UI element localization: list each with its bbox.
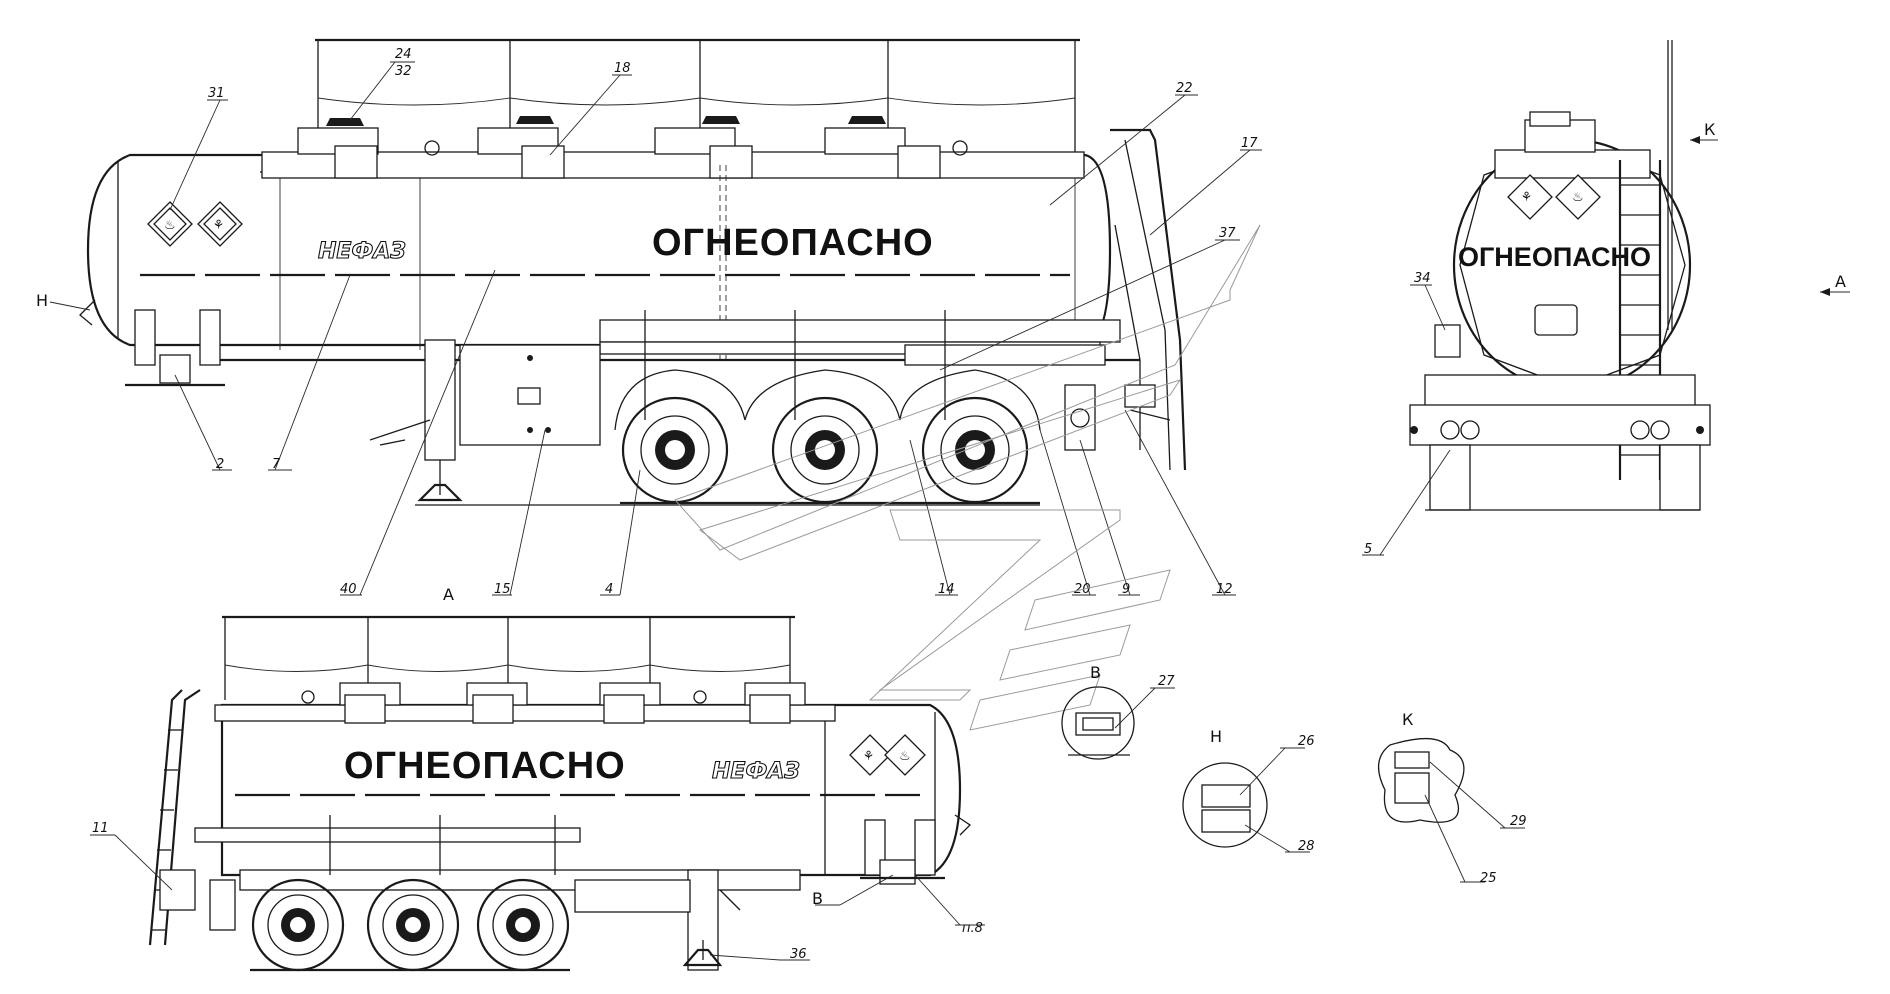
- svg-text:18: 18: [614, 61, 631, 76]
- svg-text:40: 40: [340, 582, 357, 597]
- rear-view: ⚘ ♨ ОГНЕОПАСНО К: [1362, 40, 1850, 557]
- rear-flame-icon: ♨: [1572, 190, 1584, 205]
- svg-text:25: 25: [1480, 871, 1497, 886]
- side-warning-text: ОГНЕОПАСНО: [652, 222, 934, 264]
- svg-text:37: 37: [1219, 226, 1236, 241]
- svg-text:В: В: [1090, 663, 1101, 682]
- landing-gear: [424, 339, 456, 461]
- side-logo: НЕФАЗ: [318, 239, 406, 264]
- detail-n: Н 26 28: [1182, 727, 1315, 854]
- svg-text:36: 36: [790, 947, 807, 962]
- rear-environment-icon: ⚘: [1522, 190, 1531, 205]
- flame-icon: ♨: [164, 218, 176, 233]
- svg-text:Н: Н: [1210, 727, 1222, 746]
- svg-text:26: 26: [1298, 734, 1315, 749]
- svg-text:15: 15: [494, 582, 511, 597]
- svg-text:32: 32: [395, 64, 412, 79]
- svg-text:А: А: [1835, 272, 1846, 291]
- svg-text:5: 5: [1364, 542, 1372, 557]
- svg-text:К: К: [1704, 120, 1716, 139]
- svg-text:2: 2: [216, 457, 224, 472]
- svg-text:12: 12: [1216, 582, 1233, 597]
- svg-text:К: К: [1402, 710, 1414, 729]
- svg-text:9: 9: [1122, 582, 1130, 597]
- a-logo: НЕФАЗ: [712, 759, 800, 784]
- svg-text:В: В: [812, 889, 823, 908]
- svg-text:п.8: п.8: [962, 921, 983, 936]
- side-view: ♨ ⚘ НЕФАЗ ОГНЕОПАСНО: [36, 38, 1262, 731]
- svg-text:34: 34: [1414, 271, 1431, 286]
- detail-v: В 27: [1061, 663, 1175, 760]
- a-warning-text: ОГНЕОПАСНО: [344, 745, 626, 787]
- a-environment-icon: ⚘: [864, 749, 873, 764]
- view-a: А ⚘ ♨ НЕФАЗ ОГНЕОПАСНО: [90, 585, 985, 972]
- svg-text:28: 28: [1298, 839, 1315, 854]
- svg-text:31: 31: [208, 86, 225, 101]
- svg-text:17: 17: [1241, 136, 1258, 151]
- side-callouts: 31 24 32 18 22 17 37 2 7 40 15 4 14 20: [36, 47, 1262, 597]
- svg-text:27: 27: [1158, 674, 1175, 689]
- svg-text:22: 22: [1176, 81, 1193, 96]
- rear-warning-text: ОГНЕОПАСНО: [1458, 242, 1651, 272]
- a-flame-icon: ♨: [899, 749, 911, 764]
- environment-hazard-icon: ⚘: [214, 218, 223, 233]
- svg-text:4: 4: [605, 582, 613, 597]
- svg-text:7: 7: [272, 457, 281, 472]
- view-a-wheels: [250, 878, 570, 972]
- svg-text:14: 14: [938, 582, 955, 597]
- detail-k: К 29 25: [1378, 710, 1527, 886]
- svg-text:24: 24: [395, 47, 412, 62]
- side-wheels: [614, 369, 1041, 505]
- view-a-title: А: [443, 585, 454, 604]
- svg-text:Н: Н: [36, 291, 48, 310]
- svg-text:29: 29: [1510, 814, 1527, 829]
- svg-text:11: 11: [92, 821, 109, 836]
